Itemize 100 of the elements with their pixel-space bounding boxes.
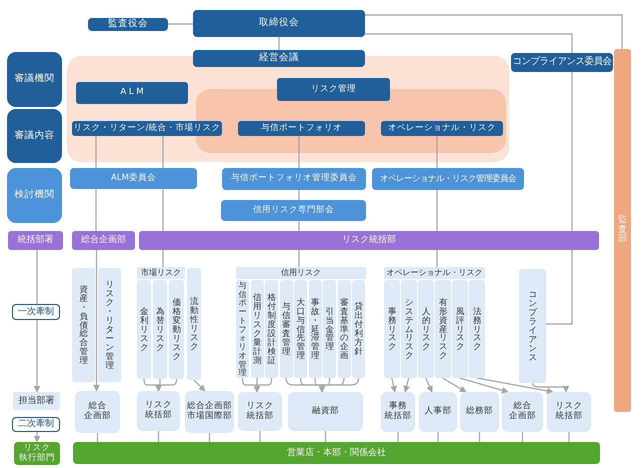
arrow [34, 320, 40, 392]
committee-box: 与信ポートフォリオ管理委員会 [222, 168, 366, 190]
connector-line [571, 72, 573, 231]
department-bar: 営業店・本部・関係会社 [73, 442, 600, 464]
risk-item-box: 価格変動リスク [169, 280, 184, 379]
connector-line [437, 432, 439, 442]
connector-line [162, 189, 164, 231]
org-box: 取締役会 [193, 10, 365, 37]
department-box: リスク統括部 [238, 392, 282, 431]
arrow [442, 377, 466, 393]
arrow [403, 378, 410, 392]
risk-item-box: 貸出付利方針 [352, 280, 365, 378]
connector-line [478, 432, 480, 442]
topic-box: リスク・リターン/統合・市場リスク [72, 121, 222, 136]
risk-item-box: コンプライアンス [519, 269, 546, 383]
risk-item-box: リスク・リターン管理 [98, 268, 121, 382]
row-header: 審議機関 [7, 52, 62, 107]
category-header: 市場リスク [137, 267, 185, 279]
row-header: 担当部署 [13, 392, 60, 410]
risk-item-box: 法務リスク [469, 280, 484, 378]
arrow [460, 377, 508, 394]
arrow [34, 432, 40, 442]
topic-box: 与信ポートフォリオ [238, 121, 365, 136]
category-header: オペレーショナル・リスク [384, 267, 484, 279]
connector-line [436, 136, 438, 168]
committee-box: ALM委員会 [70, 168, 197, 189]
connector-line [365, 14, 623, 49]
connector-line [522, 432, 524, 442]
connector-line [298, 136, 300, 168]
arrow [476, 377, 554, 394]
connector-line [95, 189, 97, 231]
department-box: リスク統括部 [137, 391, 180, 431]
connector-line [568, 432, 570, 442]
connector-line [162, 250, 164, 267]
arrow [155, 378, 178, 392]
audit-bar: 監査部 [614, 49, 631, 412]
risk-item-box: 与信ポートフォリオ管理 [236, 280, 249, 378]
department-box: 融資部 [288, 392, 363, 431]
risk-item-box: 信用リスク量計測 [250, 280, 264, 378]
connector-line [436, 250, 438, 267]
department-box: 総務部 [460, 392, 499, 432]
connector-line [36, 250, 38, 304]
arrow [194, 380, 206, 392]
risk-item-box: 与信審査管理 [280, 280, 292, 378]
risk-item-box: 大口与信先管理 [294, 280, 307, 378]
connector-line [278, 37, 280, 50]
connector-line [546, 250, 573, 325]
risk-item-box: システムリスク [401, 280, 416, 378]
topic-box: オペレーショナル・リスク [381, 121, 503, 136]
committee-box: 信用リスク専門部会 [221, 200, 366, 221]
connector-line [259, 431, 261, 442]
arrow [318, 378, 360, 392]
connector-line [365, 33, 573, 53]
risk-item-box: 審査基準の企画 [338, 280, 350, 378]
connector-line [158, 431, 160, 442]
org-box: 経営会議 [193, 50, 365, 67]
row-header: 検討機関 [7, 168, 62, 223]
org-box: コンプライアンス委員会 [511, 53, 613, 72]
risk-item-box: 資産・負債総合管理 [72, 268, 95, 382]
arrow [425, 378, 433, 392]
org-box: 監査役会 [88, 18, 168, 31]
arrow [390, 378, 397, 392]
risk-item-box: 金利リスク [137, 280, 151, 379]
risk-item-box: 格付制度設計検証 [265, 280, 278, 378]
row-header: 審議内容 [7, 109, 62, 163]
connector-line [324, 431, 326, 442]
committee-box: オペレーショナル・リスク管理委員会 [372, 168, 524, 190]
row-header: リスク執行部門 [14, 442, 60, 465]
department-box: 事務統括部 [381, 392, 415, 432]
risk-item-box: 引当金管理 [323, 280, 336, 378]
connector-line [436, 190, 438, 231]
department-box: リスク統括部 [547, 392, 591, 432]
connector-line [95, 136, 97, 168]
department-box: 総合企画部 [75, 391, 120, 433]
department-box: 総合企画部 [502, 392, 543, 432]
category-header: 信用リスク [236, 267, 366, 279]
risk-item-box: 流動性リスク [187, 268, 201, 380]
risk-item-box: 事務リスク [384, 280, 400, 378]
department-bar: 総合企画部 [72, 231, 135, 250]
connector-line [168, 23, 193, 25]
connector-line [298, 250, 300, 267]
arrow [93, 250, 100, 392]
arrow [254, 378, 272, 392]
risk-item-box: 為替リスク [153, 280, 167, 379]
connector-line [298, 221, 300, 231]
department-box: 人事部 [419, 392, 457, 432]
connector-line [298, 190, 300, 200]
connector-line [208, 433, 210, 442]
topic-box: A L M [76, 82, 188, 104]
connector-line [162, 136, 164, 168]
risk-item-box: 人的リスク [418, 280, 434, 378]
row-header: 統括部署 [8, 231, 63, 250]
row-header: 二次牽制 [12, 417, 60, 432]
topic-box: リスク管理 [277, 78, 390, 101]
risk-item-box: 風評リスク [452, 280, 468, 378]
connector-line [96, 433, 98, 442]
row-header: 一次牽制 [12, 304, 60, 320]
arrow [532, 382, 570, 392]
risk-item-box: 有形資産リスク [435, 280, 450, 378]
department-bar: リスク統括部 [139, 231, 599, 250]
